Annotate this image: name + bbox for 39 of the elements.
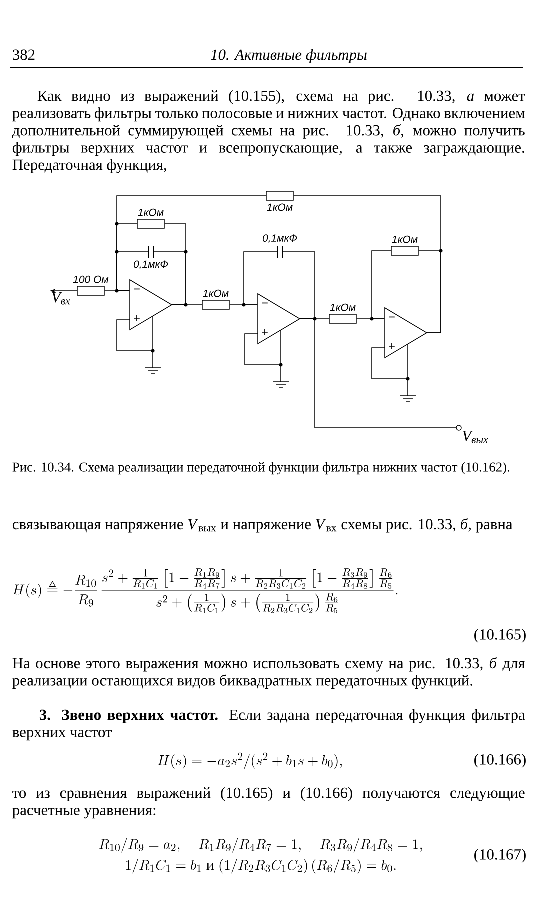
output-terminal: V$_{вых}$ [456, 425, 488, 444]
resistor: 100 Ом [73, 276, 109, 296]
paragraph: 3. Звено верхних частот. Если задана передаточная функция фильтра верхних частот [12, 709, 526, 741]
page-number: 382 [13, 50, 35, 60]
equation: $H(s)=-a_2s^2/(s^2+b_1s+b_0),$ [158, 752, 342, 769]
paragraph: Как видно из выражений (10.155), схема на рис. 10.33, а может реализовать фильтры только полосовые и нижних частот. Однако включением дополнительной суммирующей схемы на рис. 10.33, б, можно получить фильтры верхних частот и всепропускающие, а также заграждающие. Передаточная функция, [12, 90, 526, 174]
node-label: 1кОм [138, 208, 164, 216]
node-label: 1кОм [330, 304, 356, 312]
resistor: 1кОм [137, 208, 165, 229]
equation: $\begin{gathered}R_{10}/R_9=a_2,\quad R_1R_9/R_4R_7=1,\quad R_3R_9/R_4R_8=1,\\ 1/R_1C_1=b_1\ \text{и}\ (1/R_2R_3C_1C_2)\,(R_6/R_5)=b_0.\end{gathered}$ [99, 838, 422, 874]
running-head: 10. Активные фильтры [211, 49, 367, 64]
wire [300, 318, 456, 428]
wire [172, 304, 202, 306]
resistor: 1кОм [391, 236, 419, 256]
resistor: 1кОм [266, 191, 294, 212]
node-label: 1кОм [203, 290, 229, 298]
wire [154, 252, 186, 306]
paragraph: то из сравнения выражений (10.165) и (10.166) получаются следующие расчетные уравнения: [12, 787, 525, 819]
figure-caption: Рис. 10.34. Схема реализации передаточной функции фильтра нижних частот (10.162). [12, 462, 510, 475]
paragraph: На основе этого выражения можно использовать схему на рис. 10.33, б для реализации остающихся видов биквадратных передаточных функций. [12, 657, 526, 689]
equation-number: (10.167) [474, 849, 526, 863]
wire [282, 252, 316, 320]
node-label: 1кОм [267, 204, 293, 212]
wire [244, 252, 278, 306]
paragraph: связывающая напряжение V$_{вых}$ и напряжение V$_{вх}$ схемы рис. 10.33, б, равна [12, 518, 513, 533]
node-label: 1кОм [392, 236, 418, 244]
resistor: 1кОм [202, 290, 230, 310]
resistor: 1кОм [329, 304, 357, 324]
node-label: 100 Ом [73, 276, 109, 284]
capacitor: 0,1мкФ [134, 246, 168, 270]
equation-number: (10.166) [474, 754, 526, 768]
equation: $H(s)\triangleq-\frac{R_{10}}{R_9}\,\frac{s^2+\frac{1}{R_1C_1}\left[1-\frac{R_1R_9}{R_4R_7}\right]s+\frac{1}{R_2R_3C_1C_2}\left[1-\frac{R_3R_9}{R_4R_8}\right]\frac{R_6}{R_5}}{s^2+\left(\frac{1}{R_1C_1}\right)s+\left(\frac{1}{R_2R_3C_1C_2}\right)\frac{R_6}{R_5}}.$ [13, 568, 398, 614]
wire [372, 250, 392, 320]
node-label: V$_{вых}$ [462, 431, 488, 444]
equation-number: (10.165) [474, 629, 526, 643]
capacitor: 0,1мкФ [262, 234, 298, 258]
wire [116, 196, 266, 292]
input-label: V$_{вх}$ [52, 292, 70, 305]
wire [294, 196, 442, 334]
